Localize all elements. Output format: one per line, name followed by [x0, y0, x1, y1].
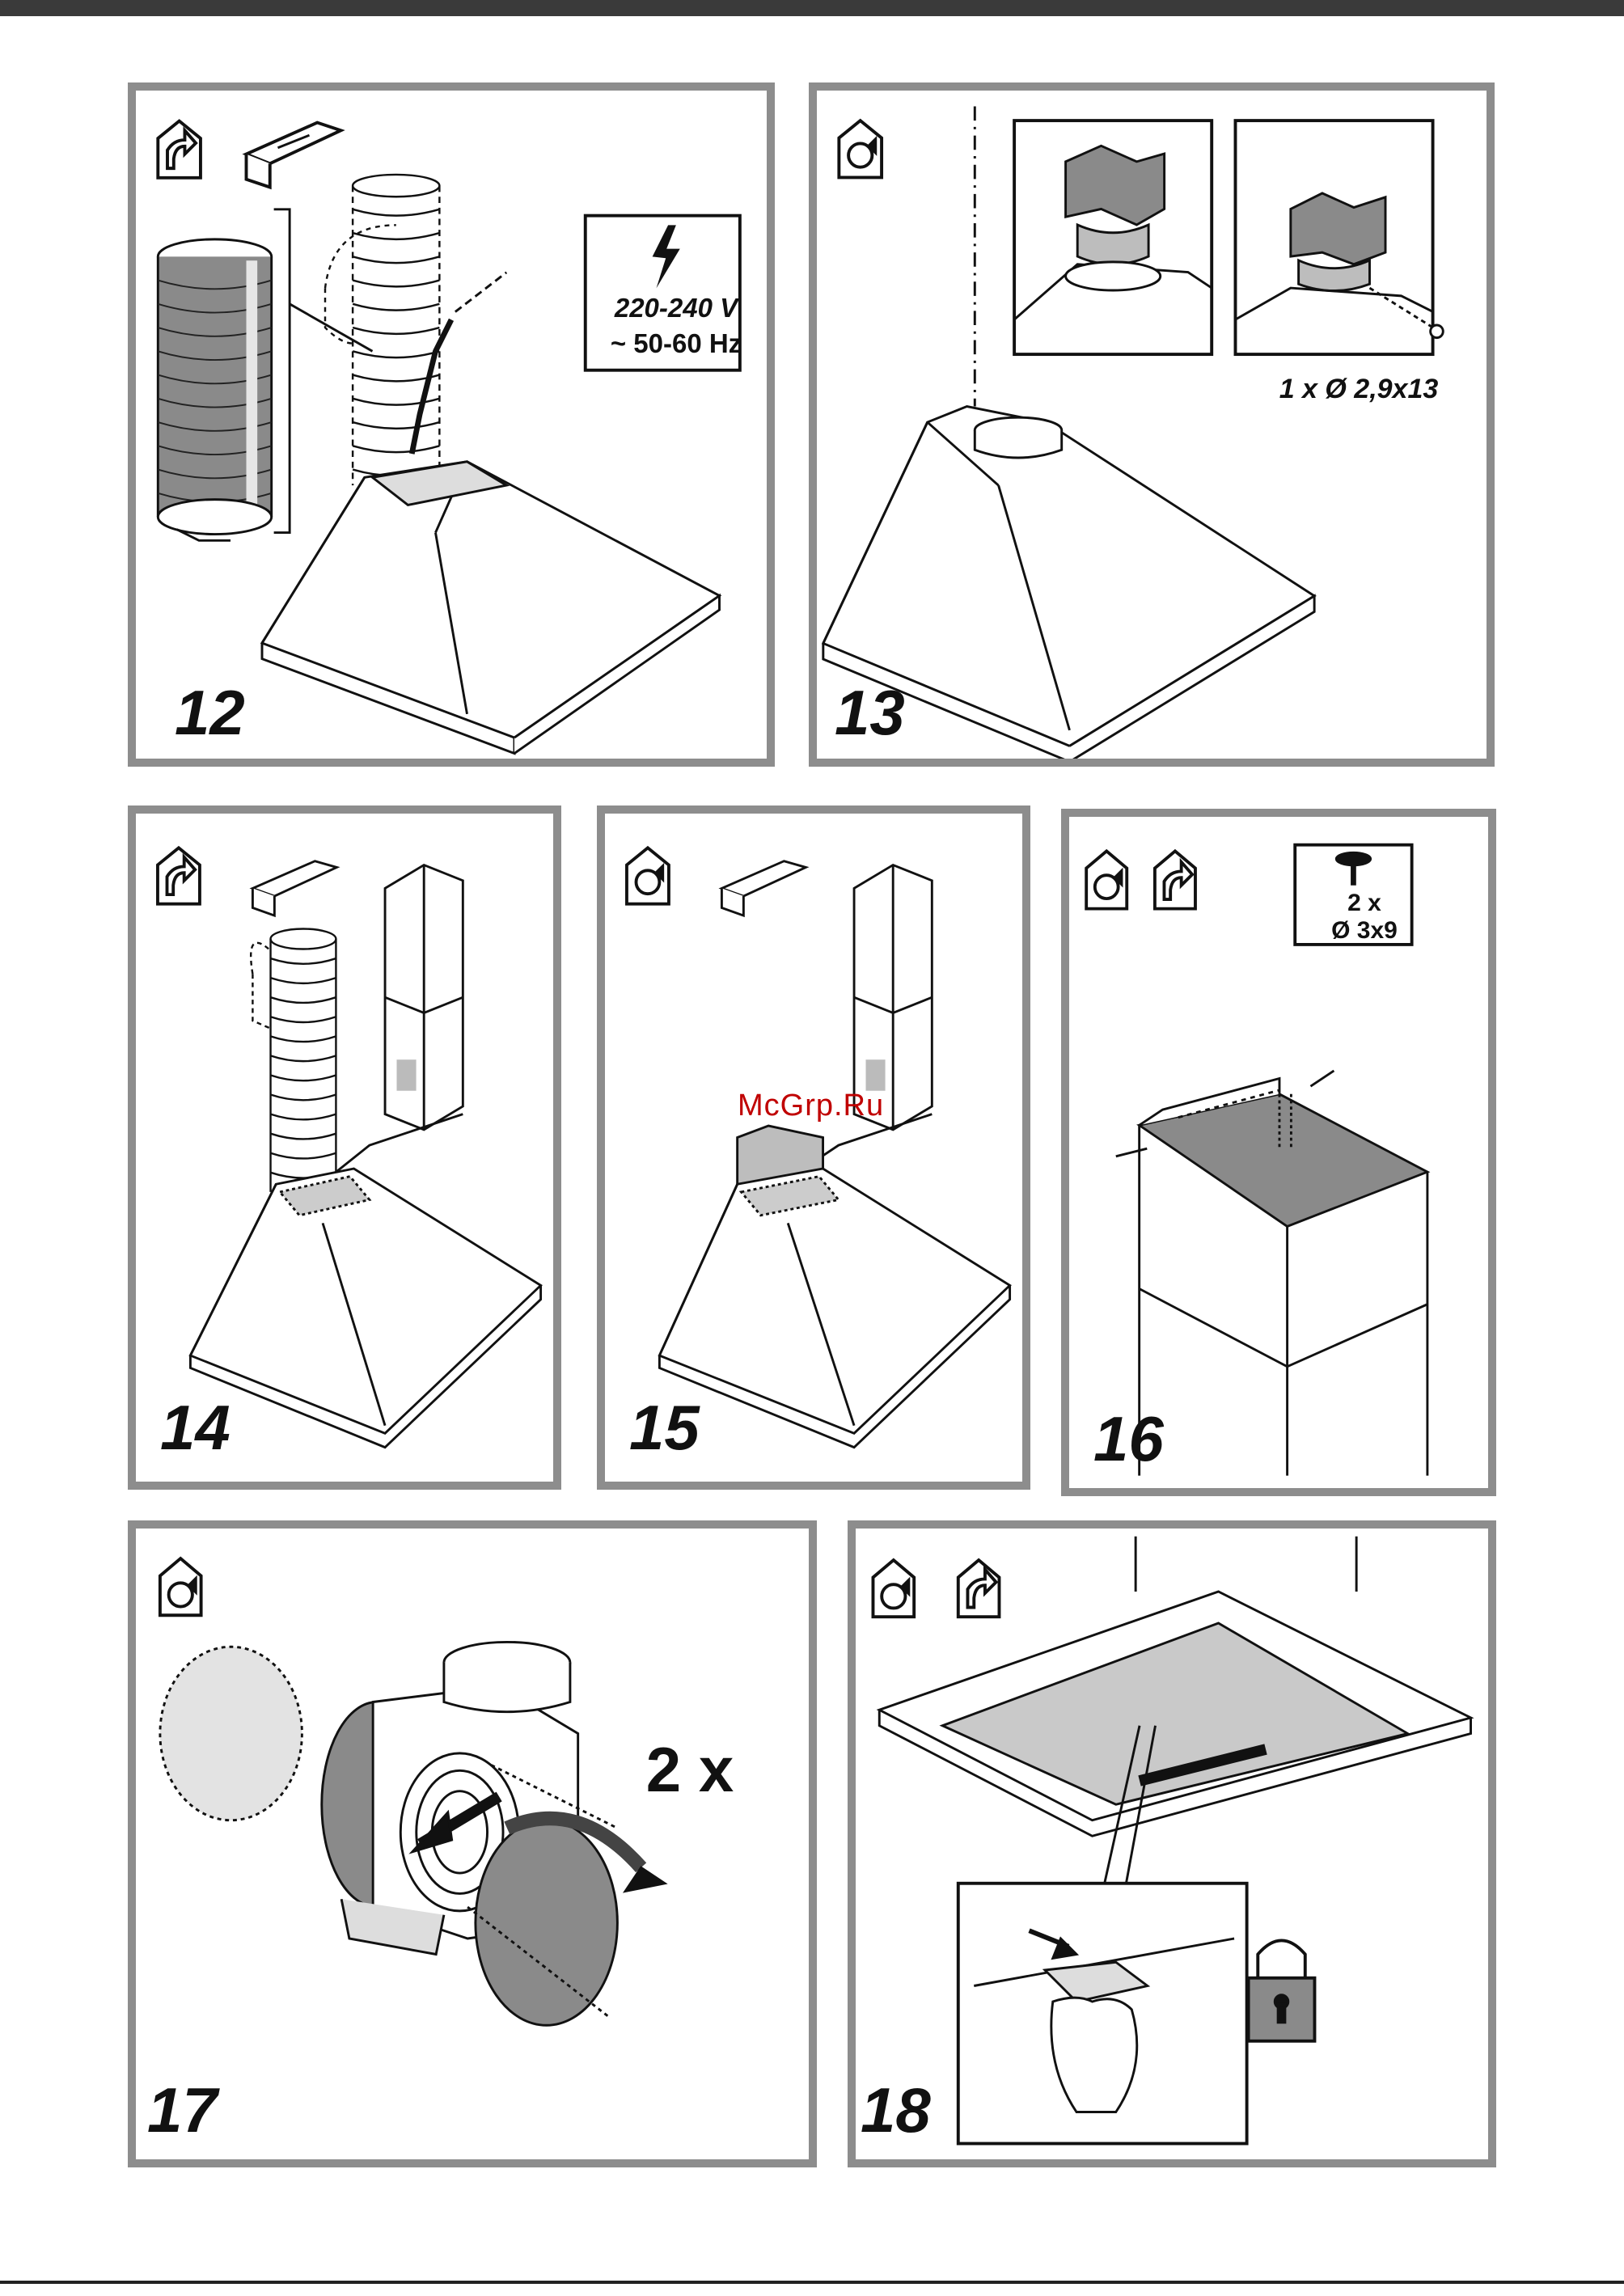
mounting-bracket	[247, 123, 341, 188]
hood-adapter-illustration	[817, 91, 1487, 759]
hood-canopy	[262, 462, 720, 754]
quantity-label: 2 x	[629, 1731, 751, 1810]
mounting-bracket	[721, 861, 806, 915]
step-12-panel: 220-240 V ~ 50-60 Hz 12	[128, 82, 775, 767]
screw-count-label: 2 x	[1304, 888, 1425, 919]
step-17-panel: 2 x 17	[128, 1520, 817, 2167]
step-number: 12	[175, 681, 245, 744]
vertical-duct	[251, 928, 336, 1191]
duct-chimney-illustration	[136, 814, 553, 1482]
motor-filter-illustration	[136, 1529, 809, 2159]
ducted-exhaust-house-icon	[1155, 851, 1195, 908]
voltage-label: 220-240 V	[593, 291, 759, 324]
recirculation-house-icon	[160, 1558, 201, 1615]
step-18-panel: 18	[848, 1520, 1496, 2167]
step-number: 16	[1093, 1407, 1164, 1470]
hood-canopy	[659, 1169, 1009, 1448]
step-16-panel: 2 x Ø 3x9 16	[1061, 809, 1496, 1496]
chimney-fixing-illustration	[1069, 817, 1488, 1488]
grease-filter-illustration	[856, 1529, 1488, 2159]
recirculation-house-icon	[839, 121, 882, 177]
step-number: 14	[160, 1396, 230, 1459]
ducted-exhaust-house-icon	[158, 121, 201, 178]
watermark: McGrp.Ru	[738, 1089, 884, 1123]
bottom-rule	[0, 2281, 1624, 2284]
chimney-cover	[385, 865, 463, 1130]
flexible-duct-roll	[158, 239, 271, 540]
screw-spec-label: 1 x Ø 2,9x13	[1254, 372, 1464, 407]
step-number: 17	[147, 2078, 218, 2142]
hood-duct-illustration	[136, 91, 767, 759]
padlock-icon	[1249, 1940, 1315, 2040]
ducted-exhaust-house-icon	[958, 1560, 1000, 1617]
recirculation-house-icon	[627, 848, 669, 903]
charcoal-filter-outline	[160, 1647, 302, 1820]
recirculation-house-icon	[873, 1560, 914, 1617]
screw-size-label: Ø 3x9	[1304, 915, 1425, 946]
step-number: 13	[835, 681, 905, 744]
step-15-panel: 15	[597, 806, 1030, 1490]
step-13-panel: 1 x Ø 2,9x13 13	[809, 82, 1495, 767]
step-number: 18	[861, 2078, 931, 2142]
frequency-label: ~ 50-60 Hz	[593, 327, 759, 360]
step-14-panel: 14	[128, 806, 561, 1490]
mounting-bracket	[252, 861, 336, 915]
recirculation-house-icon	[1086, 851, 1127, 908]
step-number: 15	[629, 1396, 700, 1459]
hood-canopy	[190, 1169, 540, 1448]
adapter-chimney-illustration	[605, 814, 1022, 1482]
vertical-duct	[325, 175, 439, 485]
ducted-exhaust-house-icon	[158, 848, 200, 903]
top-bar	[0, 0, 1624, 16]
